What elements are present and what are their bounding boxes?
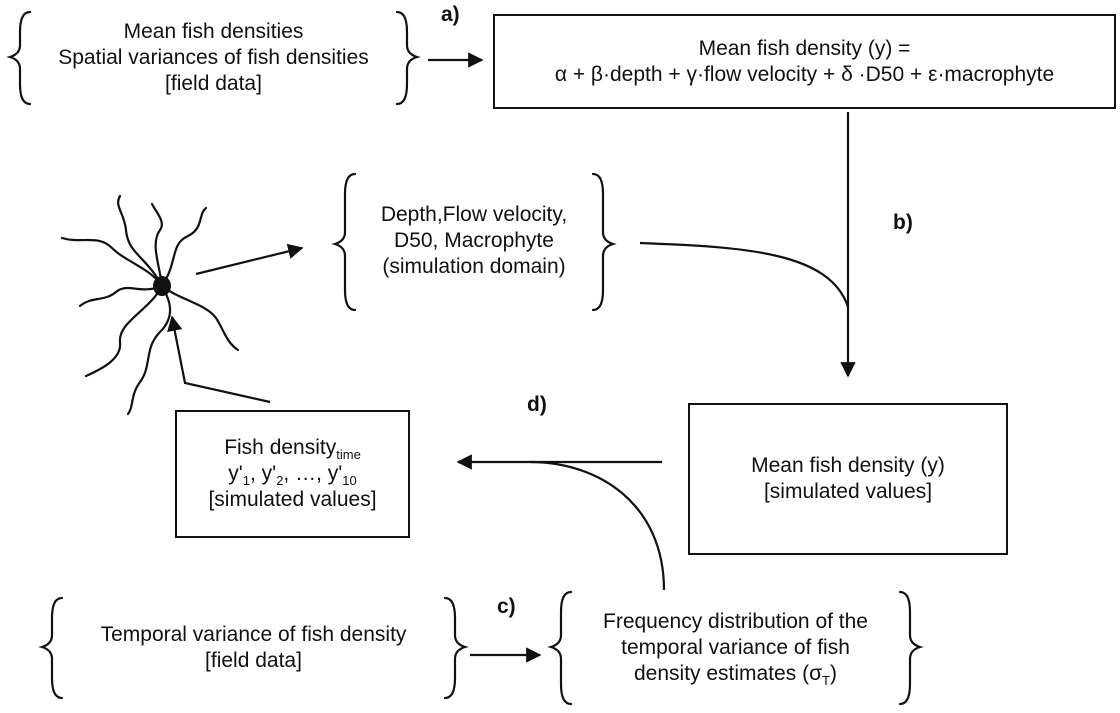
curly-braces — [6, 10, 924, 706]
fish-time-line1: Fish densitytime — [224, 435, 361, 461]
field-means-line1: Mean fish densities — [123, 20, 304, 43]
freq-dist-line3-text: density estimates (σ — [634, 662, 823, 685]
brace-field-means-left — [6, 10, 32, 106]
brace-freq-left — [547, 590, 573, 706]
brace-temporal-right — [443, 596, 469, 700]
freq-dist-text: Frequency distribution of the temporal v… — [571, 609, 900, 687]
step-label-b: b) — [893, 211, 913, 234]
brace-temporal-left — [38, 596, 64, 700]
regression-box: Mean fish density (y) = α + β·depth + γ·… — [493, 14, 1116, 109]
fish-time-line2: y'1, y'2, …, y'10 — [228, 461, 357, 487]
mean-sim-line1: Mean fish density (y) — [751, 454, 945, 477]
fish-time-y2: , y' — [250, 462, 277, 485]
field-means-line3: [field data] — [165, 72, 262, 95]
domain-vars-line1: Depth,Flow velocity, — [380, 203, 568, 226]
step-label-a: a) — [441, 3, 460, 26]
freq-dist-sigma-sub: T — [822, 673, 830, 688]
fish-time-sub: time — [336, 447, 361, 462]
temporal-field-line2: [field data] — [205, 649, 302, 672]
field-means-text: Mean fish densities Spatial variances of… — [30, 19, 397, 97]
river-network-icon — [60, 194, 240, 416]
brace-field-means-right — [395, 10, 421, 106]
fish-time-line3: [simulated values] — [208, 488, 377, 511]
arrow-b-curve — [639, 241, 850, 308]
fish-time-base: Fish density — [224, 436, 337, 459]
domain-vars-line2: D50, Macrophyte — [394, 229, 554, 252]
fish-time-y2-sub: 2 — [276, 473, 284, 488]
mean-sim-line2: [simulated values] — [763, 480, 933, 503]
freq-dist-line1: Frequency distribution of the — [603, 610, 868, 633]
brace-domain-left — [331, 172, 357, 312]
fish-time-y1-sub: 1 — [242, 473, 250, 488]
arrow-c-curve — [529, 460, 666, 591]
temporal-field-line1: Temporal variance of fish density — [100, 623, 407, 646]
fish-time-rest-sub: 10 — [342, 473, 357, 488]
step-label-c: c) — [497, 595, 516, 618]
arrows — [167, 52, 856, 663]
freq-dist-line3: density estimates (σT) — [571, 661, 900, 687]
domain-vars-text: Depth,Flow velocity, D50, Macrophyte (si… — [355, 202, 593, 280]
fish-time-y1: y' — [228, 462, 243, 485]
step-label-d: d) — [527, 393, 547, 416]
network-node — [153, 276, 171, 296]
brace-freq-right — [898, 590, 924, 706]
arrow-network-to-domain — [195, 243, 304, 276]
domain-vars-line3: (simulation domain) — [382, 255, 566, 278]
field-means-line2: Spatial variances of fish densities — [58, 46, 369, 69]
arrow-feedback — [167, 315, 271, 404]
temporal-field-text: Temporal variance of fish density [field… — [62, 622, 445, 674]
fish-time-box: Fish densitytime y'1, y'2, …, y'10 [simu… — [175, 410, 410, 538]
mean-sim-box: Mean fish density (y) [simulated values] — [688, 403, 1008, 555]
freq-dist-line3-end: ) — [829, 662, 837, 685]
regression-line2: α + β·depth + γ·flow velocity + δ ·D50 +… — [554, 62, 1055, 86]
brace-domain-right — [591, 172, 617, 312]
regression-line1: Mean fish density (y) = — [698, 36, 911, 60]
fish-time-rest: , …, y' — [283, 462, 343, 485]
freq-dist-line2: temporal variance of fish — [621, 636, 850, 659]
